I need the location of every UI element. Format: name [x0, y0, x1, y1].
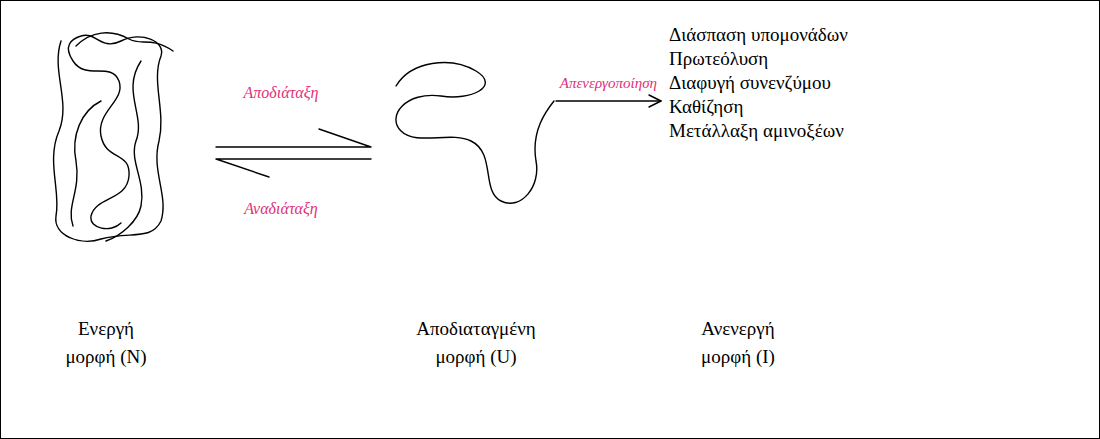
cause-item: Διάσπαση υπομονάδων	[669, 21, 848, 49]
folded-protein	[54, 35, 164, 241]
reaction-label: Απενεργοποίηση	[560, 73, 657, 95]
folded-protein	[71, 33, 173, 241]
reverse-harpoon	[216, 159, 371, 177]
state-label: Αποδιαταγμένη μορφή (U)	[401, 315, 551, 370]
forward-harpoon	[216, 129, 371, 147]
cause-item: Πρωτεόλυση	[669, 45, 768, 73]
reaction-label: Αποδιάταξη	[244, 81, 319, 104]
inactivation-arrow	[556, 100, 661, 101]
cause-item: Καθίζηση	[669, 93, 743, 121]
unfolded-protein	[396, 63, 554, 204]
state-label: Ενεργή μορφή (N)	[51, 315, 161, 370]
cause-item: Μετάλλαξη αμινοξέων	[669, 117, 844, 145]
state-label: Ανενεργή μορφή (I)	[683, 315, 793, 370]
reaction-label: Αναδιάταξη	[244, 197, 318, 220]
arrowhead	[649, 95, 661, 107]
cause-item: Διαφυγή συνενζύμου	[669, 69, 831, 97]
